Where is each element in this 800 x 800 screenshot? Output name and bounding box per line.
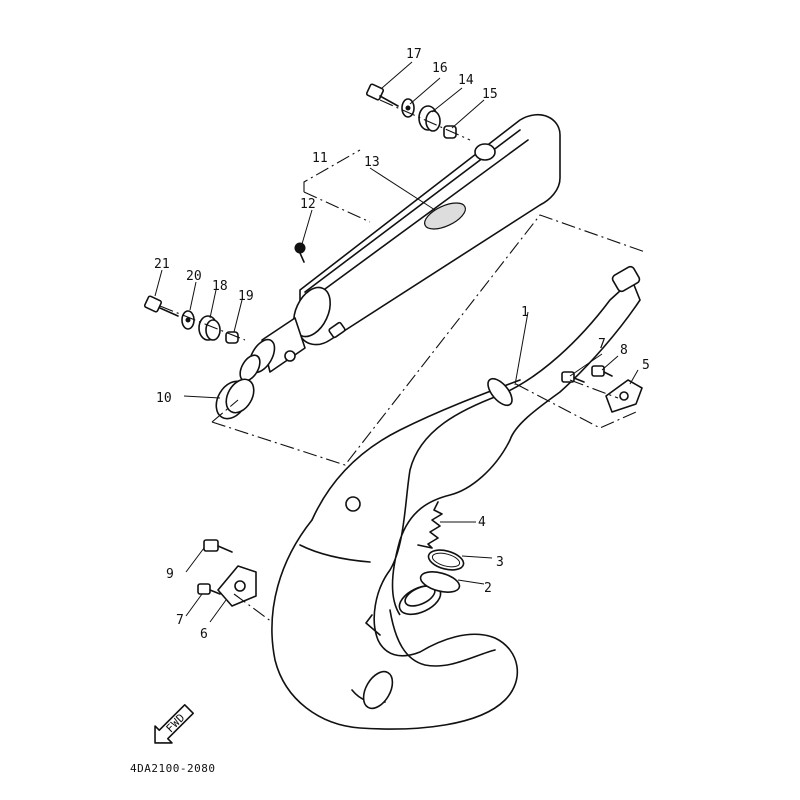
callout-1: 1 <box>521 305 529 320</box>
bolt-7-left <box>197 583 221 595</box>
callout-4: 4 <box>478 515 486 530</box>
callout-13: 13 <box>364 155 380 170</box>
callout-16: 16 <box>432 61 448 76</box>
callout-8: 8 <box>620 343 628 358</box>
collar-15 <box>443 125 457 139</box>
bracket-5 <box>605 379 643 413</box>
callout-19: 19 <box>238 289 254 304</box>
callout-14: 14 <box>458 73 474 88</box>
heat-pad-13 <box>424 202 466 230</box>
damper-18 <box>198 315 221 341</box>
bolt-8 <box>591 365 613 377</box>
callout-9: 9 <box>166 567 174 582</box>
leader-lines <box>154 61 639 623</box>
screw-12 <box>294 242 306 263</box>
bolt-21 <box>143 295 179 317</box>
callout-6: 6 <box>200 627 208 642</box>
bolt-7-right <box>561 371 585 383</box>
callout-7-left: 7 <box>176 613 184 628</box>
callout-21: 21 <box>154 257 170 272</box>
bolt-9 <box>203 539 233 553</box>
exhaust-pipe <box>271 265 641 730</box>
callout-15: 15 <box>482 87 498 102</box>
callout-2: 2 <box>484 581 492 596</box>
spring-4 <box>417 501 443 549</box>
silencer <box>239 114 561 382</box>
callout-12: 12 <box>300 197 316 212</box>
callout-18: 18 <box>212 279 228 294</box>
diagram-code: 4DA2100-2080 <box>130 762 215 775</box>
damper-14 <box>418 105 441 132</box>
bolt-17 <box>365 83 399 107</box>
callout-11: 11 <box>312 151 328 166</box>
callout-17: 17 <box>406 47 422 62</box>
callout-10: 10 <box>156 391 172 406</box>
washer-20 <box>181 310 195 330</box>
o-ring-3 <box>427 549 465 571</box>
callout-labels: 1 2 3 4 5 6 7 7 8 9 10 11 12 13 14 15 16… <box>154 47 650 642</box>
assembly-lines <box>159 99 646 623</box>
fwd-arrow: FWD <box>154 703 195 744</box>
callout-20: 20 <box>186 269 202 284</box>
callout-5: 5 <box>642 358 650 373</box>
callout-3: 3 <box>496 555 504 570</box>
bracket-6 <box>217 565 257 607</box>
callout-7-right: 7 <box>598 337 606 352</box>
gasket-2 <box>419 571 461 593</box>
